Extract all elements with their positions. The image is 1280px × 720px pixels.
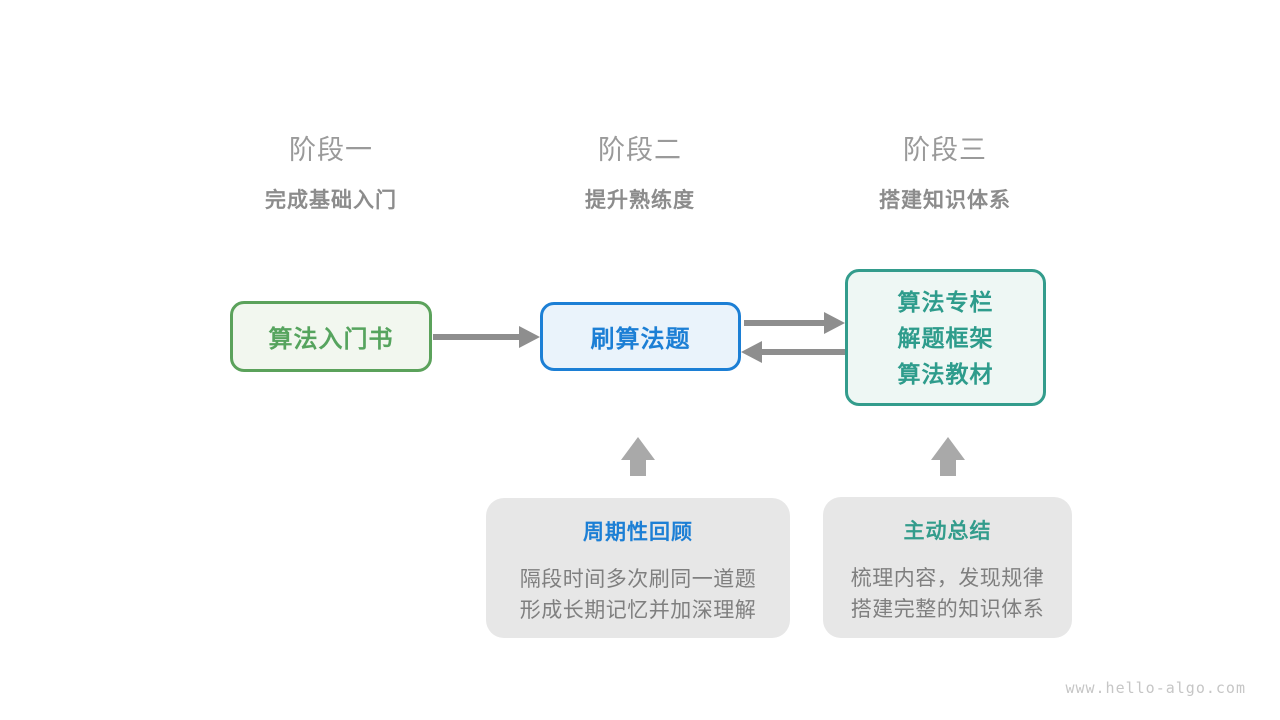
note-active-summary-line-1: 梳理内容，发现规律 xyxy=(850,567,1045,590)
note-periodic-review-title: 周期性回顾 xyxy=(583,521,693,544)
arrow-resources-to-practice-head-icon xyxy=(741,341,762,363)
up-arrow-review-head-icon xyxy=(621,437,655,460)
up-arrow-review-stem xyxy=(630,459,646,476)
stage-3-subtitle: 搭建知识体系 xyxy=(879,189,1011,212)
arrow-book-to-practice-shaft xyxy=(433,334,521,340)
node-practice-label: 刷算法题 xyxy=(590,326,691,353)
note-periodic-review-line-1: 隔段时间多次刷同一道题 xyxy=(519,568,757,591)
note-periodic-review-body: 隔段时间多次刷同一道题 形成长期记忆并加深理解 xyxy=(486,564,790,626)
note-active-summary-body: 梳理内容，发现规律 搭建完整的知识体系 xyxy=(823,563,1072,625)
node-practice: 刷算法题 xyxy=(540,302,741,371)
stage-2-header: 阶段二 提升熟练度 xyxy=(490,128,790,214)
node-intro-book: 算法入门书 xyxy=(230,301,432,372)
arrow-book-to-practice-head-icon xyxy=(519,326,540,348)
stage-3-header: 阶段三 搭建知识体系 xyxy=(795,128,1095,214)
node-resources-line-2: 解题框架 xyxy=(897,324,994,351)
up-arrow-summary-head-icon xyxy=(931,437,965,460)
up-arrow-summary-stem xyxy=(940,459,956,476)
arrow-practice-to-resources-shaft xyxy=(744,320,826,326)
node-resources: 算法专栏 解题框架 算法教材 xyxy=(845,269,1046,406)
stage-1-header: 阶段一 完成基础入门 xyxy=(181,128,481,214)
watermark: www.hello-algo.com xyxy=(1065,679,1246,697)
note-active-summary-title: 主动总结 xyxy=(903,520,992,543)
arrow-resources-to-practice-shaft xyxy=(760,349,845,355)
note-active-summary-line-2: 搭建完整的知识体系 xyxy=(850,598,1045,621)
stage-2-subtitle: 提升熟练度 xyxy=(585,189,695,212)
note-active-summary: 主动总结 梳理内容，发现规律 搭建完整的知识体系 xyxy=(823,497,1072,638)
note-periodic-review-line-2: 形成长期记忆并加深理解 xyxy=(519,599,757,622)
node-resources-line-1: 算法专栏 xyxy=(897,288,994,315)
stage-2-title: 阶段二 xyxy=(598,135,682,165)
node-intro-book-label: 算法入门书 xyxy=(268,326,394,353)
note-periodic-review: 周期性回顾 隔段时间多次刷同一道题 形成长期记忆并加深理解 xyxy=(486,498,790,638)
node-resources-line-3: 算法教材 xyxy=(897,360,994,387)
stage-1-title: 阶段一 xyxy=(289,135,373,165)
arrow-practice-to-resources-head-icon xyxy=(824,312,845,334)
stage-3-title: 阶段三 xyxy=(903,135,987,165)
stage-1-subtitle: 完成基础入门 xyxy=(265,189,397,212)
